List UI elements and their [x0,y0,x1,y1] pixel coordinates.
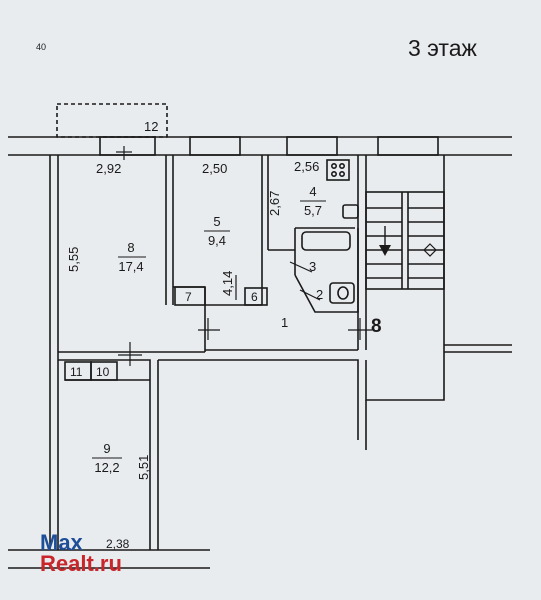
room-4-number: 4 [309,184,316,199]
window-stairwell [377,136,439,156]
wall-bath-outline [294,228,359,313]
watermark-max: Max [40,530,84,555]
stair-label: 8 [371,316,382,337]
closet-11-label: 11 [70,365,83,379]
closet-7-label: 7 [185,290,192,304]
door-marks [116,146,372,366]
bathtub [301,231,351,251]
dim-414: 4,14 [220,271,235,296]
bath-label: 2 [316,287,323,302]
dim-238: 2,38 [106,537,130,551]
watermark-realt: Realt.ru [40,551,122,576]
wall-room-9-right [58,359,151,550]
toilet-bowl [337,286,349,300]
dim-267: 2,67 [267,191,282,216]
balcony [56,103,168,138]
floor-label: 3 этаж [408,35,477,61]
dim-555: 5,55 [66,247,81,272]
room-4-area: 5,7 [304,203,322,218]
stair-steps [366,192,444,289]
room-8-number: 8 [127,240,134,255]
closet-10 [90,361,118,381]
room-9-area: 12,2 [94,460,119,475]
stairwell [365,191,445,290]
stair-diamond-icon [423,243,437,257]
room-5-area: 9,4 [208,233,226,248]
stairwell-lower [365,155,445,401]
toilet-fixture [329,282,355,304]
room-9-number: 9 [103,441,110,456]
dim-250: 2,50 [202,161,227,176]
room-8-area: 17,4 [118,259,143,274]
stove [326,159,350,181]
corner-mark: 40 [36,42,46,52]
window-kitchen [286,136,338,156]
sink [342,204,359,219]
hall-label: 1 [281,315,288,330]
corridor-wall [158,359,359,440]
dim-292: 2,92 [96,161,121,176]
closet-6 [244,287,268,306]
dim-551: 5,51 [136,455,151,480]
dim-256: 2,56 [294,159,319,174]
stair-arrow-down-icon [379,245,391,256]
window-room-5 [189,136,241,156]
toilet-label: 3 [309,259,316,274]
balcony-label: 12 [144,119,158,134]
closet-6-label: 6 [251,290,258,304]
closet-10-label: 10 [96,365,110,379]
room-5-number: 5 [213,214,220,229]
